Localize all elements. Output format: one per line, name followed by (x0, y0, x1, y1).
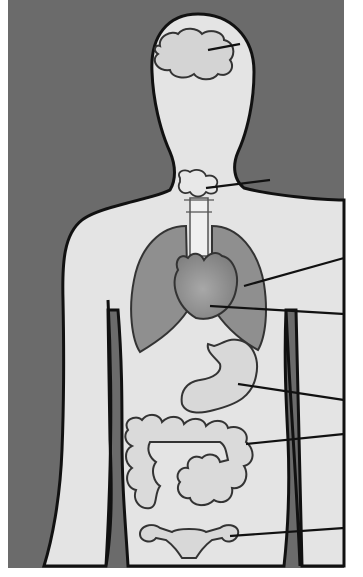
trachea (190, 198, 208, 256)
right-margin (344, 0, 363, 577)
bottom-margin (0, 568, 363, 577)
left-margin (0, 0, 8, 577)
